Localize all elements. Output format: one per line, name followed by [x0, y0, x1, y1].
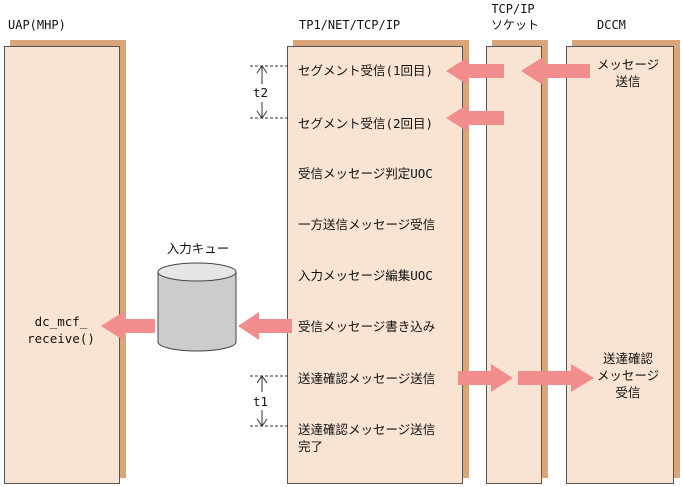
uap-call-line2: receive() — [27, 331, 95, 346]
step-oneway-receive: 一方送信メッセージ受信 — [298, 217, 436, 232]
t1-label: t1 — [253, 394, 269, 409]
arrow-queue-to-uap — [101, 312, 155, 340]
step-segment-receive-2: セグメント受信(2回目) — [298, 116, 434, 131]
t2-label: t2 — [253, 85, 269, 100]
dccm-confirm-line1: 送達確認 — [602, 351, 653, 366]
timing-marker-t1 — [250, 375, 290, 427]
tcp-header-line2: ソケット — [490, 18, 539, 32]
input-queue-cylinder — [157, 262, 237, 352]
timing-marker-t2 — [250, 65, 290, 119]
arrow-tp1-to-queue — [238, 312, 292, 340]
step-write-message: 受信メッセージ書き込み — [298, 319, 436, 334]
arrow-tcp-to-dccm — [518, 364, 594, 392]
dccm-column — [566, 46, 674, 484]
dccm-send-line1: メッセージ — [596, 57, 660, 72]
step-confirm-send-complete-line1: 送達確認メッセージ送信 — [298, 422, 436, 437]
arrow-tp1-to-tcp — [458, 364, 513, 392]
arrow-tcp-to-tp1-1 — [446, 57, 504, 85]
step-confirm-send-complete-line2: 完了 — [298, 439, 324, 454]
step-receive-judge-uoc: 受信メッセージ判定UOC — [298, 166, 433, 181]
dccm-header: DCCM — [597, 18, 626, 32]
uap-call-line1: dc_mcf_ — [34, 314, 88, 329]
input-queue-label: 入力キュー — [166, 241, 230, 256]
tcp-header-line1: TCP/IP — [491, 2, 535, 16]
dccm-confirm-line2: メッセージ — [596, 368, 660, 383]
dccm-confirm-line3: 受信 — [615, 385, 641, 400]
dccm-send-line2: 送信 — [615, 74, 641, 89]
uap-column — [4, 46, 120, 484]
arrow-dccm-to-tcp — [521, 57, 590, 85]
step-input-edit-uoc: 入力メッセージ編集UOC — [298, 268, 433, 283]
arrow-tcp-to-tp1-2 — [446, 104, 504, 132]
step-segment-receive-1: セグメント受信(1回目) — [298, 63, 434, 78]
uap-header: UAP(MHP) — [8, 18, 66, 32]
tp1-column — [287, 46, 463, 484]
tp1-header: TP1/NET/TCP/IP — [299, 18, 401, 32]
step-confirm-send: 送達確認メッセージ送信 — [298, 371, 436, 386]
